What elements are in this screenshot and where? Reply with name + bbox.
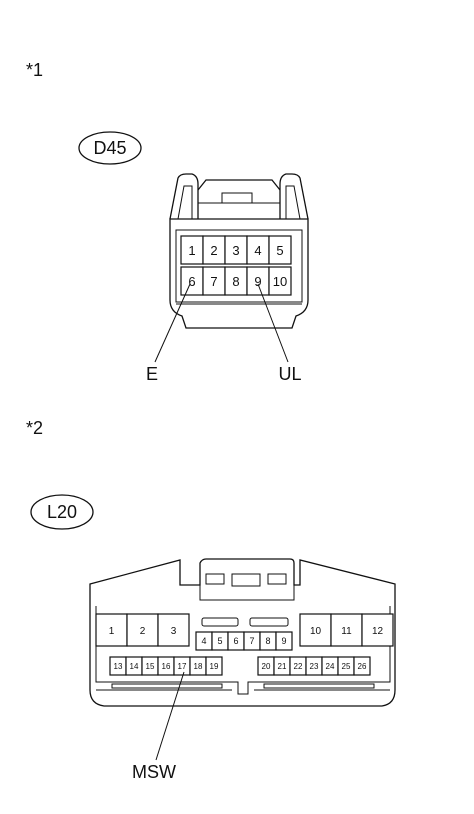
pin-label: 6 bbox=[188, 274, 195, 289]
pin-label: 9 bbox=[254, 274, 261, 289]
pin-grid-l20: 1 2 3 10 11 12 4 5 6 7 8 9 13 14 15 16 1… bbox=[95, 613, 394, 676]
leader-line bbox=[155, 671, 185, 761]
pin-label: 3 bbox=[171, 626, 177, 637]
pin-label: 16 bbox=[162, 662, 171, 671]
pin-label: 15 bbox=[146, 662, 155, 671]
pin-label: 10 bbox=[310, 626, 322, 637]
connector-d45-housing bbox=[169, 173, 309, 329]
connector-id-label: L20 bbox=[47, 502, 77, 522]
leader-line bbox=[154, 283, 191, 363]
pin-label: 24 bbox=[326, 662, 335, 671]
pin-label: 8 bbox=[232, 274, 239, 289]
callout-label: E bbox=[146, 364, 158, 384]
pin-label: 5 bbox=[217, 636, 222, 646]
pin-label: 14 bbox=[130, 662, 139, 671]
pin-label: 26 bbox=[358, 662, 367, 671]
pin-label: 19 bbox=[210, 662, 219, 671]
callout-label: UL bbox=[278, 364, 301, 384]
pin-label: 4 bbox=[201, 636, 206, 646]
pin-label: 22 bbox=[294, 662, 303, 671]
pin-label: 17 bbox=[178, 662, 187, 671]
pin-label: 20 bbox=[262, 662, 271, 671]
pin-label: 1 bbox=[188, 243, 195, 258]
connector-id-d45: D45 bbox=[78, 131, 142, 165]
leader-line bbox=[257, 283, 289, 363]
connector-id-oval bbox=[78, 131, 142, 165]
connector-id-oval bbox=[30, 494, 94, 530]
callout-e: E bbox=[146, 283, 191, 384]
pin-grid-d45: 1 2 3 4 5 6 7 8 9 10 bbox=[180, 235, 292, 296]
pin-label: 6 bbox=[233, 636, 238, 646]
pin-label: 7 bbox=[249, 636, 254, 646]
pin-label: 3 bbox=[232, 243, 239, 258]
pin-label: 4 bbox=[254, 243, 261, 258]
pin-label: 9 bbox=[281, 636, 286, 646]
pin-label: 13 bbox=[114, 662, 123, 671]
pin-label: 18 bbox=[194, 662, 203, 671]
pin-label: 2 bbox=[210, 243, 217, 258]
callout-msw: MSW bbox=[132, 671, 185, 782]
pin-label: 25 bbox=[342, 662, 351, 671]
callout-ul: UL bbox=[257, 283, 302, 384]
pin-label: 1 bbox=[109, 626, 115, 637]
connector-id-l20: L20 bbox=[30, 494, 94, 530]
pin-label: 10 bbox=[273, 274, 287, 289]
pin-label: 2 bbox=[140, 626, 146, 637]
connector-id-label: D45 bbox=[93, 138, 126, 158]
pin-label: 7 bbox=[210, 274, 217, 289]
pin-label: 21 bbox=[278, 662, 287, 671]
pin-label: 8 bbox=[265, 636, 270, 646]
note-1: *1 bbox=[26, 60, 43, 80]
callout-label: MSW bbox=[132, 762, 176, 782]
pin-label: 5 bbox=[276, 243, 283, 258]
connector-l20-housing bbox=[89, 558, 396, 707]
pin-label: 11 bbox=[341, 626, 352, 637]
pin-label: 12 bbox=[372, 626, 384, 637]
pin-label: 23 bbox=[310, 662, 319, 671]
note-2: *2 bbox=[26, 418, 43, 438]
